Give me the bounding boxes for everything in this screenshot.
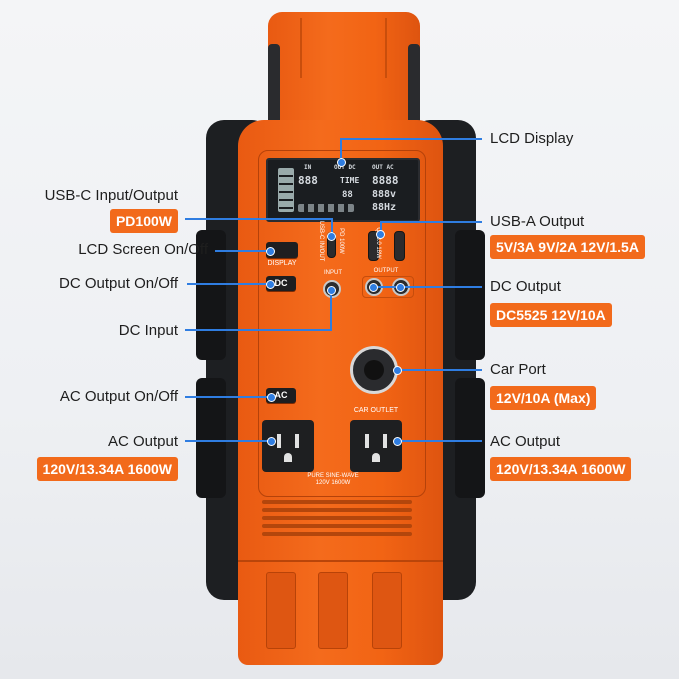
lcd-display-label: LCD Display	[490, 130, 574, 147]
usb-a-port-2[interactable]	[394, 231, 405, 261]
foot	[266, 572, 296, 649]
car-port-spec-badge: 12V/10A (Max)	[490, 386, 597, 410]
pd-label: PD 100W	[338, 228, 344, 254]
pure-sine-wave-label: PURE SINE-WAVE	[307, 473, 359, 479]
lcd-out-digits: 8888	[372, 174, 399, 187]
lcd-in-label: IN	[304, 164, 312, 171]
handle-seam	[385, 18, 387, 78]
dc-onoff-label: DC Output On/Off	[59, 275, 178, 292]
handle-seam	[300, 18, 302, 78]
usb-c-io-label: USB-C Input/Output	[44, 187, 178, 204]
foot	[372, 572, 402, 649]
lcd-time-label: TIME	[340, 176, 360, 185]
output-port-label: OUTPUT	[373, 268, 399, 274]
front-panel-outline	[258, 150, 426, 497]
lcd-onoff-label: LCD Screen On/Off	[78, 241, 208, 258]
outlet-slot	[365, 434, 369, 448]
car-port-inner	[364, 360, 384, 380]
display-button-label: DISPLAY	[267, 260, 297, 267]
input-port-label: INPUT	[324, 270, 342, 276]
lcd-in-digits: 888	[298, 174, 318, 187]
battery-indicator-icon	[278, 168, 294, 212]
usb-a-output-label: USB-A Output	[490, 213, 585, 230]
right-bumper-grip	[455, 378, 485, 498]
ac-output-left-label: AC Output	[107, 433, 178, 450]
sine-spec-label: 120V 1600W	[315, 480, 351, 486]
ac-output-right-label: AC Output	[490, 433, 561, 450]
handle-left-strip	[268, 44, 280, 124]
car-outlet-label: CAR OUTLET	[353, 407, 399, 414]
top-handle[interactable]	[268, 12, 420, 122]
outlet-ground	[284, 453, 292, 462]
ac-output-right-spec-badge: 120V/13.34A 1600W	[490, 457, 632, 481]
ac-onoff-label: AC Output On/Off	[59, 388, 178, 405]
outlet-ground	[372, 453, 380, 462]
car-port[interactable]	[350, 346, 398, 394]
bottom-band	[238, 560, 443, 562]
left-bumper-grip	[196, 378, 226, 498]
outlet-slot	[383, 434, 387, 448]
lcd-volt-digits: 888v	[372, 189, 397, 200]
usb-a-port-1[interactable]	[368, 231, 379, 261]
lcd-status-icons	[298, 204, 354, 212]
outlet-slot	[277, 434, 281, 448]
handle-right-strip	[408, 44, 420, 124]
dc-output-label: DC Output	[490, 278, 561, 295]
usb-c-port-label: USB-C IN/OUT	[318, 220, 324, 262]
dc-input-label: DC Input	[118, 322, 178, 339]
ac-output-left-spec-badge: 120V/13.34A 1600W	[36, 457, 178, 481]
right-bumper-grip	[455, 230, 485, 360]
lcd-screen: IN OUT DC OUT AC 888 TIME 8888 88 888v 8…	[266, 158, 420, 222]
foot	[318, 572, 348, 649]
lcd-pct-digits: 88	[342, 190, 353, 200]
lcd-out-ac-label: OUT AC	[372, 164, 394, 171]
outlet-slot	[295, 434, 299, 448]
usb-c-io-spec-badge: PD100W	[109, 209, 178, 233]
lcd-out-dc-label: OUT DC	[334, 164, 356, 171]
car-port-label: Car Port	[490, 361, 546, 378]
ac-outlet-left[interactable]	[262, 420, 314, 472]
dc-output-spec-badge: DC5525 12V/10A	[490, 303, 612, 327]
usb-a-output-spec-badge: 5V/3A 9V/2A 12V/1.5A	[490, 235, 645, 259]
lcd-hz-digits: 88Hz	[372, 202, 397, 213]
ac-outlet-right[interactable]	[350, 420, 402, 472]
